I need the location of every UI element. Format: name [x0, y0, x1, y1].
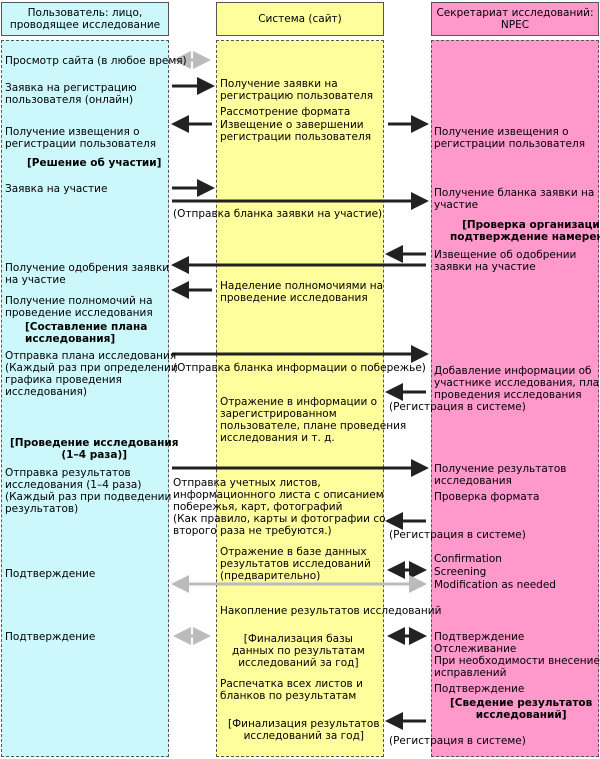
sec-recv-form: Получение бланка заявки на участие: [434, 187, 595, 211]
secretariat-lane: [431, 40, 599, 757]
sys-reflect-db: Отражение в базе данных результатов иссл…: [220, 546, 371, 582]
sys-accumulate: Накопление результатов исследований: [220, 605, 442, 617]
sec-register-3: (Регистрация в системе): [389, 735, 526, 747]
user-recv-reg-notice: Получение извещения о регистрации пользо…: [5, 126, 157, 150]
sec-register-2: (Регистрация в системе): [389, 529, 526, 541]
sys-send-form: (Отправка бланка заявки на участие): [173, 208, 383, 220]
sys-print-all: Распечатка всех листов и бланков по резу…: [220, 678, 363, 702]
sec-add-info: Добавление информации об участнике иссле…: [434, 365, 600, 401]
user-browse: Просмотр сайта (в любое время): [5, 55, 187, 67]
system-lane-header: Система (сайт): [216, 2, 384, 36]
user-send-results: Отправка результатов исследования (1–4 р…: [5, 467, 172, 515]
user-confirm-2: Подтверждение: [5, 631, 96, 643]
sec-approval-notice: Извещение об одобрении заявки на участие: [434, 249, 577, 273]
sys-recv-reg: Получение заявки на регистрацию пользова…: [220, 78, 374, 102]
user-confirm-1: Подтверждение: [5, 568, 96, 580]
user-plan-heading: [Составление плана исследования]: [25, 321, 148, 345]
sec-confirmation-en: Confirmation: [434, 553, 502, 565]
sys-finalize-db: [Финализация базы данных по результатам …: [232, 633, 365, 669]
user-recv-approval: Получение одобрения заявки на участие: [5, 262, 170, 286]
sys-reflect-info: Отражение в информации о зарегистрирован…: [220, 396, 407, 444]
user-lane: [1, 40, 169, 757]
sec-confirm: Подтверждение: [434, 683, 525, 695]
user-apply-reg: Заявка на регистрацию пользователя (онла…: [5, 82, 137, 106]
user-decision: [Решение об участии]: [27, 157, 162, 169]
user-recv-authority: Получение полномочий на проведение иссле…: [5, 295, 153, 319]
sec-screening-en: Screening: [434, 566, 487, 578]
sec-register-1: (Регистрация в системе): [389, 401, 526, 413]
system-lane: [216, 40, 384, 757]
sys-check-format: Рассмотрение формата: [220, 106, 351, 118]
sec-recv-results: Получение результатов исследования: [434, 463, 567, 487]
user-send-plan: Отправка плана исследования (Каждый раз …: [5, 350, 178, 398]
user-conduct: [Проведение исследования (1–4 раза)]: [10, 437, 179, 461]
secretariat-lane-header: Секретариат исследований: NPEC: [431, 2, 599, 36]
user-lane-header: Пользователь: лицо, проводящее исследова…: [1, 2, 169, 36]
sec-check-format: Проверка формата: [434, 491, 540, 503]
sec-verify-org: [Проверка организации, подтверждение нам…: [450, 219, 600, 243]
sys-send-coast-info: (Отправка бланка информации о побережье): [173, 362, 426, 374]
sys-reg-complete: Извещение о завершении регистрации польз…: [220, 119, 372, 143]
sys-send-sheets: Отправка учетных листов, информационного…: [173, 477, 386, 537]
sec-summary: [Сведение результатов исследований]: [450, 697, 593, 721]
sec-recv-reg-notice: Получение извещения о регистрации пользо…: [434, 126, 586, 150]
sys-grant-authority: Наделение полномочиями на проведение исс…: [220, 280, 384, 304]
sec-modification-en: Modification as needed: [434, 579, 556, 591]
sys-finalize-year: [Финализация результатов исследований за…: [228, 718, 380, 742]
user-apply-participation: Заявка на участие: [5, 183, 108, 195]
sec-confirm-check: Подтверждение Отслеживание При необходим…: [434, 631, 600, 679]
